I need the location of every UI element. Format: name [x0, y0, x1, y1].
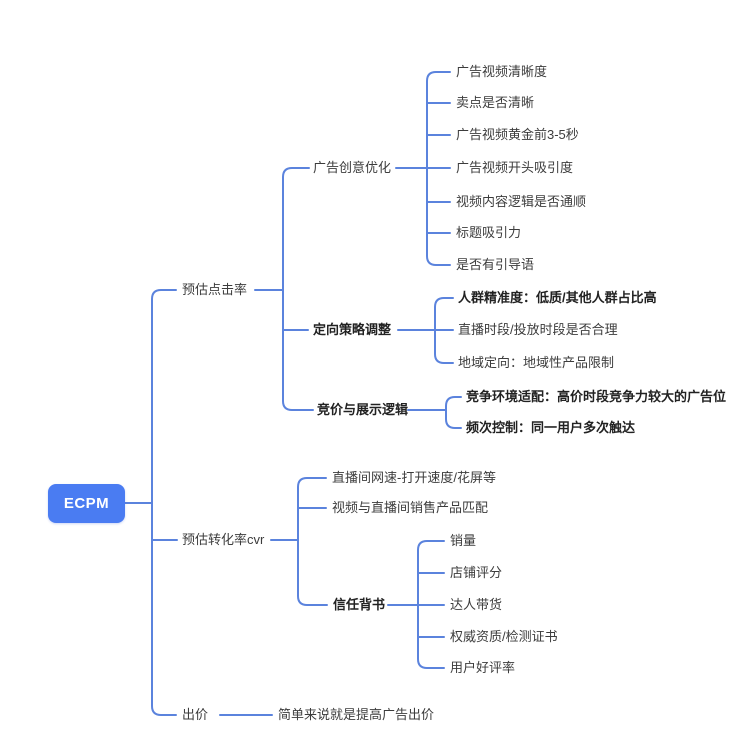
node-time-slot-reasonable[interactable]: 直播时段/投放时段是否合理 [458, 322, 618, 338]
node-live-room-network-speed[interactable]: 直播间网速-打开速度/花屏等 [332, 470, 496, 486]
root-node-ecpm[interactable]: ECPM [48, 484, 125, 523]
node-opening-attractiveness[interactable]: 广告视频开头吸引度 [456, 160, 574, 176]
node-golden-first-3-5-seconds[interactable]: 广告视频黄金前3-5秒 [456, 127, 579, 143]
node-trust-endorsement[interactable]: 信任背书 [333, 597, 386, 613]
node-competition-adaptation[interactable]: 竞争环境适配：高价时段竞争力较大的广告位 [466, 389, 727, 405]
node-sales-volume[interactable]: 销量 [450, 533, 477, 549]
node-content-logic-fluency[interactable]: 视频内容逻辑是否通顺 [456, 194, 587, 210]
node-estimated-ctr[interactable]: 预估点击率 [182, 282, 248, 298]
node-guide-words[interactable]: 是否有引导语 [456, 257, 535, 273]
node-bid[interactable]: 出价 [182, 707, 209, 723]
node-video-product-match[interactable]: 视频与直播间销售产品匹配 [332, 500, 489, 516]
node-audience-precision[interactable]: 人群精准度：低质/其他人群占比高 [458, 290, 657, 306]
node-user-praise-rate[interactable]: 用户好评率 [450, 660, 516, 676]
node-geo-targeting-limit[interactable]: 地域定向：地域性产品限制 [458, 355, 615, 371]
node-title-appeal[interactable]: 标题吸引力 [456, 225, 522, 241]
node-bid-explanation[interactable]: 简单来说就是提高广告出价 [278, 707, 435, 723]
node-shop-rating[interactable]: 店铺评分 [450, 565, 503, 581]
node-bidding-display-logic[interactable]: 竞价与展示逻辑 [317, 402, 409, 418]
node-estimated-cvr[interactable]: 预估转化率cvr [182, 532, 265, 548]
node-frequency-control[interactable]: 频次控制：同一用户多次触达 [466, 420, 636, 436]
node-video-clarity[interactable]: 广告视频清晰度 [456, 64, 548, 80]
node-influencer-selling[interactable]: 达人带货 [450, 597, 503, 613]
node-targeting-strategy[interactable]: 定向策略调整 [313, 322, 392, 338]
node-ad-creative-optimization[interactable]: 广告创意优化 [313, 160, 392, 176]
node-certifications[interactable]: 权威资质/检测证书 [450, 629, 558, 645]
node-selling-point-clarity[interactable]: 卖点是否清晰 [456, 95, 535, 111]
